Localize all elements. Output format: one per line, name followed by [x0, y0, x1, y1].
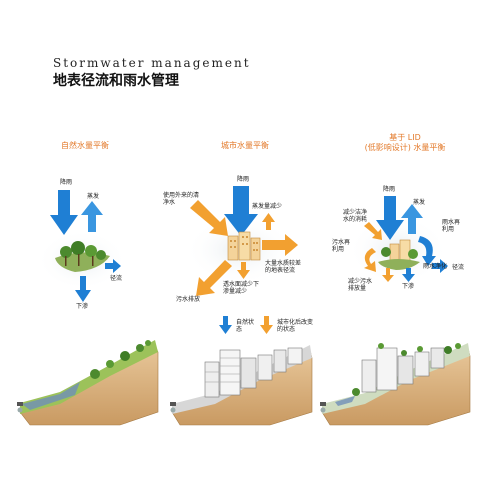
- lid-runoff-label: 径流: [452, 264, 465, 271]
- urban-sewage-arrow: [196, 260, 232, 296]
- lid-diagram: [348, 196, 448, 285]
- natural-evap-arrow: [81, 201, 103, 232]
- lid-purify-label: 雨水净化: [423, 263, 448, 270]
- natural-rain-label: 降雨: [60, 179, 73, 186]
- natural-rain-arrow: [50, 190, 78, 235]
- pipe-icon: [170, 402, 176, 406]
- lid-landscape-illustration: [320, 343, 471, 426]
- building-icon: [240, 357, 257, 389]
- tree-icon: [381, 247, 391, 257]
- title-chinese: 地表径流和雨水管理: [53, 73, 179, 89]
- natural-runoff-arrow: [105, 259, 121, 273]
- lid-reduce-sewage-arrow: [382, 268, 394, 282]
- building-icon: [227, 235, 239, 261]
- tree-icon: [96, 250, 106, 260]
- lid-reduce-sewage-label: 减少污水排放量: [348, 278, 373, 292]
- building-icon: [204, 361, 220, 398]
- lid-reuse-rain-label: 雨水再利用: [442, 219, 461, 233]
- lid-reduce-clean-arrow: [364, 222, 382, 240]
- natural-diagram: [37, 190, 127, 302]
- lid-rain-arrow: [376, 196, 404, 240]
- building-icon: [376, 347, 398, 391]
- building-icon: [257, 354, 273, 381]
- building-icon: [397, 355, 414, 385]
- natural-evap-label: 蒸发: [87, 193, 100, 200]
- pipe-icon: [17, 402, 23, 406]
- urban-evap-less-arrow: [262, 213, 275, 230]
- legend-natural-label: 自然状态: [236, 319, 255, 333]
- lid-section-title-line1: 基于 LID: [389, 133, 421, 142]
- lid-section-title-line2: (低影响设计) 水量平衡: [364, 143, 446, 152]
- urban-rain-label: 降雨: [237, 176, 250, 183]
- urban-sewage-label: 污水排放: [176, 296, 201, 303]
- title-english: Stormwater management: [53, 56, 251, 70]
- urban-section-title: 城市水量平衡: [221, 141, 269, 150]
- lid-infil-label: 下渗: [402, 283, 415, 290]
- natural-runoff-label: 径流: [110, 275, 123, 282]
- natural-landscape-illustration: [17, 340, 159, 426]
- urban-diagram: [185, 186, 298, 296]
- tree-icon: [408, 249, 418, 259]
- urban-clean-water-arrow: [190, 200, 228, 236]
- lid-reuse-sewage-arrow: [364, 248, 376, 272]
- pipe-icon: [320, 402, 326, 406]
- urban-rain-arrow: [224, 186, 258, 236]
- urban-runoff-more-arrow: [262, 234, 298, 256]
- tree-icon: [85, 245, 97, 257]
- tree-icon: [60, 246, 72, 258]
- lid-infil-arrow: [402, 268, 415, 282]
- building-icon: [238, 231, 251, 261]
- building-icon: [414, 351, 430, 377]
- urban-clean-water-label: 使用外来的清净水: [163, 192, 200, 206]
- legend-natural-arrow: [219, 316, 232, 334]
- natural-infil-label: 下渗: [76, 303, 89, 310]
- building-icon: [287, 347, 303, 365]
- urban-runoff-more-label: 大量水质较差的地表径流: [265, 260, 302, 274]
- building-icon: [250, 237, 261, 261]
- building-icon: [273, 349, 287, 373]
- building-icon: [219, 349, 241, 396]
- urban-evap-less-label: 蒸发量减少: [252, 203, 283, 210]
- legend-urban-label: 城市化后改变的状态: [277, 319, 314, 333]
- urban-infil-less-label: 透水面减少下渗量减少: [223, 281, 260, 295]
- natural-section-title: 自然水量平衡: [61, 141, 109, 150]
- lid-rain-label: 降雨: [383, 186, 396, 193]
- tree-icon: [71, 241, 85, 255]
- urban-landscape-illustration: [170, 345, 313, 426]
- building-icon: [430, 347, 445, 369]
- lid-reuse-rain-arrow: [418, 236, 436, 266]
- lid-evap-label: 蒸发: [413, 199, 426, 206]
- urban-infil-less-arrow: [237, 262, 250, 279]
- lid-runoff-arrow: [432, 259, 448, 273]
- lid-reduce-clean-label: 减少洁净水的消耗: [343, 209, 368, 223]
- natural-infil-arrow: [75, 276, 91, 302]
- lid-reuse-sewage-label: 污水再利用: [332, 239, 351, 253]
- legend-urban-arrow: [260, 316, 273, 334]
- lid-evap-arrow: [401, 204, 423, 234]
- building-icon: [361, 359, 377, 393]
